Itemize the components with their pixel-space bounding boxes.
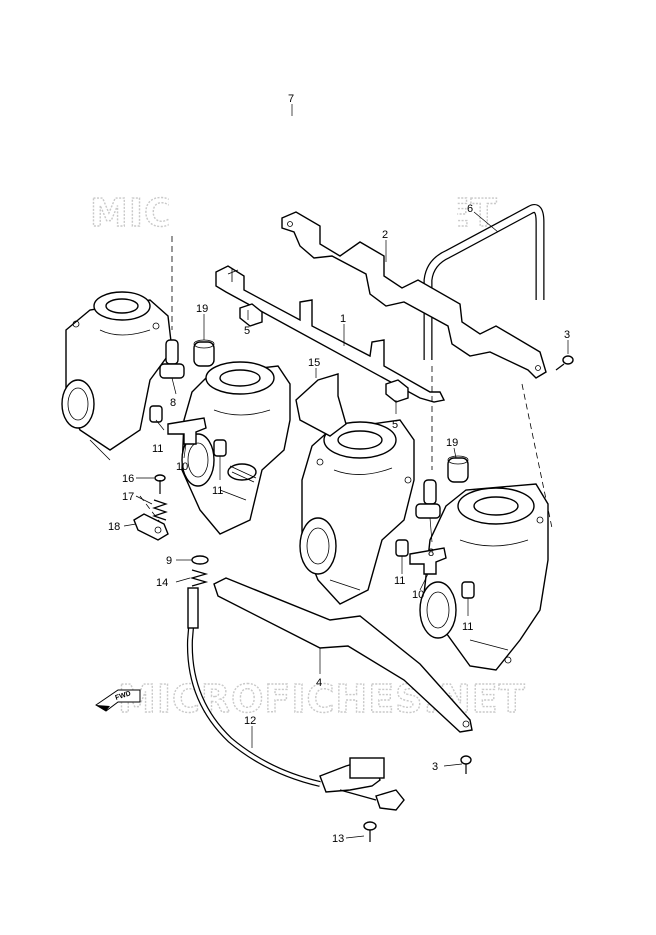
- carburetor-1: [61, 291, 173, 461]
- elbow-15: [295, 373, 347, 437]
- callout-12: 12: [244, 715, 256, 727]
- callout-11c: 11: [394, 575, 405, 587]
- callout-11a: 11: [152, 443, 163, 455]
- callout-19-right: 19: [446, 437, 458, 449]
- callout-17: 17: [122, 491, 134, 503]
- callout-9: 9: [166, 555, 172, 567]
- joint-10b: [409, 547, 447, 575]
- leader-lines: [123, 104, 569, 839]
- clip-5-right: [385, 379, 409, 403]
- cable-12: [186, 587, 321, 787]
- callout-10-right: 10: [412, 589, 424, 601]
- callout-11d: 11: [462, 621, 473, 633]
- holder-18: [133, 513, 169, 541]
- callout-3-bottom: 3: [432, 761, 438, 773]
- screw-3-top: [555, 355, 574, 371]
- nipple-11c: [395, 539, 409, 557]
- cap-19-left: [193, 339, 215, 367]
- carburetor-3: [299, 419, 415, 605]
- spring-14: [189, 569, 209, 587]
- callout-15: 15: [308, 357, 320, 369]
- cable-adjuster: [319, 757, 405, 811]
- callout-13: 13: [332, 833, 344, 845]
- callout-16: 16: [122, 473, 134, 485]
- callout-5-left: 5: [244, 325, 250, 337]
- vent-hose-7: [168, 108, 458, 232]
- callout-11b: 11: [212, 485, 223, 497]
- callout-2: 2: [382, 229, 388, 241]
- callout-19-left: 19: [196, 303, 208, 315]
- vent-hose-6: [423, 204, 545, 360]
- fitting-8-left: [159, 339, 185, 379]
- fwd-label: FWD: [114, 690, 131, 702]
- nipple-11b: [213, 439, 227, 457]
- fwd-arrow-icon: FWD: [95, 689, 141, 712]
- bracket-1: [215, 265, 446, 403]
- callout-5-right: 5: [392, 419, 398, 431]
- callout-6: 6: [467, 203, 473, 215]
- nipple-11d: [461, 581, 475, 599]
- callout-3-top: 3: [564, 329, 570, 341]
- screw-13: [363, 821, 377, 842]
- carburetor-2: [181, 361, 291, 535]
- cap-19-right: [447, 455, 469, 483]
- callout-8-left: 8: [170, 397, 176, 409]
- callout-10-left: 10: [176, 461, 188, 473]
- fitting-8-right: [415, 479, 441, 519]
- screw-3-bottom: [460, 755, 472, 774]
- callout-8-right: 8: [428, 547, 434, 559]
- bracket-2: [281, 211, 547, 379]
- callout-4: 4: [316, 677, 322, 689]
- spring-17: [152, 499, 168, 521]
- callout-18: 18: [108, 521, 120, 533]
- callout-1: 1: [340, 313, 346, 325]
- clip-5-left: [239, 303, 263, 327]
- screw-16: [154, 474, 166, 494]
- washer-9: [191, 555, 209, 565]
- callout-labels: 7 6 2 1 3 19 5 15 8 11 10 11 5 19 16 17 …: [108, 93, 570, 845]
- callout-14: 14: [156, 577, 168, 589]
- callout-7: 7: [288, 93, 294, 105]
- nipple-11a: [149, 405, 163, 423]
- joint-10a: [167, 417, 207, 445]
- carburetor-4: [419, 483, 549, 671]
